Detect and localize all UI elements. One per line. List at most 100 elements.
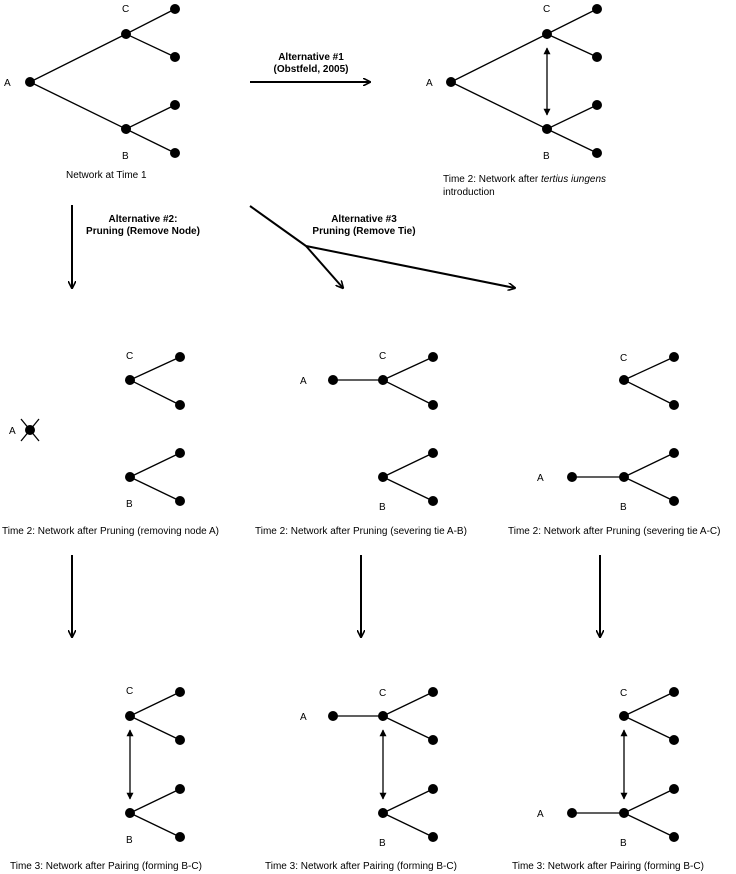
- node-c: [125, 711, 135, 721]
- leaf-node: [170, 100, 180, 110]
- leaf-node: [669, 687, 679, 697]
- panel-pairing-1: [125, 687, 185, 842]
- node-a: [567, 472, 577, 482]
- leaf-node: [592, 100, 602, 110]
- leaf-node: [170, 4, 180, 14]
- node-c: [125, 375, 135, 385]
- node-c: [619, 375, 629, 385]
- label-c: C: [122, 4, 129, 15]
- label-b: B: [620, 502, 627, 513]
- caption-pruning-tie-ab: Time 2: Network after Pruning (severing …: [255, 526, 467, 537]
- alt3-title: Alternative #3: [331, 214, 397, 225]
- label-b: B: [379, 502, 386, 513]
- label-b: B: [126, 499, 133, 510]
- alt3-subtitle: Pruning (Remove Tie): [312, 226, 415, 237]
- node-b: [121, 124, 131, 134]
- leaf-node: [428, 784, 438, 794]
- alt2-subtitle: Pruning (Remove Node): [86, 226, 200, 237]
- label-a: A: [426, 78, 433, 89]
- caption-pairing-3: Time 3: Network after Pairing (forming B…: [512, 861, 704, 872]
- label-a: A: [4, 78, 11, 89]
- leaf-node: [428, 496, 438, 506]
- panel-pruning-tie-ab: [328, 352, 438, 506]
- label-b: B: [379, 838, 386, 849]
- leaf-node: [175, 448, 185, 458]
- label-c: C: [543, 4, 550, 15]
- panel-pairing-2: [328, 687, 438, 842]
- label-a: A: [537, 809, 544, 820]
- caption-tertius-line2: introduction: [443, 187, 495, 198]
- label-a: A: [300, 712, 307, 723]
- node-c: [542, 29, 552, 39]
- leaf-node: [428, 352, 438, 362]
- node-b: [125, 808, 135, 818]
- panel-tertius: [446, 4, 602, 158]
- label-a: A: [537, 473, 544, 484]
- alt2-title: Alternative #2:: [109, 214, 178, 225]
- label-c: C: [620, 688, 627, 699]
- label-a: A: [300, 376, 307, 387]
- node-a: [328, 375, 338, 385]
- leaf-node: [592, 4, 602, 14]
- caption-pairing-1: Time 3: Network after Pairing (forming B…: [10, 861, 202, 872]
- node-b: [619, 472, 629, 482]
- alt1-title: Alternative #1: [278, 52, 344, 63]
- panel-time1: [25, 4, 180, 158]
- caption-tertius: Time 2: Network after tertius iungens: [443, 174, 606, 185]
- label-b: B: [620, 838, 627, 849]
- alt1-subtitle: (Obstfeld, 2005): [273, 64, 348, 75]
- label-a: A: [9, 426, 16, 437]
- caption-tertius-prefix: Time 2: Network after: [443, 174, 541, 185]
- label-b: B: [126, 835, 133, 846]
- node-b: [619, 808, 629, 818]
- panel-pruning-node-a: [20, 352, 185, 506]
- leaf-node: [175, 496, 185, 506]
- label-c: C: [126, 686, 133, 697]
- leaf-node: [669, 496, 679, 506]
- leaf-node: [175, 400, 185, 410]
- leaf-node: [428, 400, 438, 410]
- leaf-node: [592, 148, 602, 158]
- caption-pruning-node-a: Time 2: Network after Pruning (removing …: [2, 526, 219, 537]
- panel-pairing-3: [567, 687, 679, 842]
- leaf-node: [175, 832, 185, 842]
- leaf-node: [592, 52, 602, 62]
- leaf-node: [428, 448, 438, 458]
- node-b: [125, 472, 135, 482]
- node-b: [378, 472, 388, 482]
- leaf-node: [669, 735, 679, 745]
- caption-tertius-italic: tertius iungens: [541, 174, 606, 185]
- arrow-alt3: [249, 205, 515, 288]
- leaf-node: [175, 352, 185, 362]
- node-a: [567, 808, 577, 818]
- leaf-node: [175, 735, 185, 745]
- leaf-node: [669, 784, 679, 794]
- label-c: C: [379, 688, 386, 699]
- node-c: [121, 29, 131, 39]
- node-c: [619, 711, 629, 721]
- leaf-node: [669, 400, 679, 410]
- leaf-node: [428, 735, 438, 745]
- label-c: C: [620, 353, 627, 364]
- leaf-node: [170, 148, 180, 158]
- caption-pruning-tie-ac: Time 2: Network after Pruning (severing …: [508, 526, 720, 537]
- panel-pruning-tie-ac: [567, 352, 679, 506]
- leaf-node: [170, 52, 180, 62]
- node-c: [378, 711, 388, 721]
- caption-pairing-2: Time 3: Network after Pairing (forming B…: [265, 861, 457, 872]
- label-b: B: [543, 151, 550, 162]
- node-b: [378, 808, 388, 818]
- leaf-node: [175, 784, 185, 794]
- node-c: [378, 375, 388, 385]
- node-a: [328, 711, 338, 721]
- label-c: C: [379, 351, 386, 362]
- node-a: [25, 77, 35, 87]
- label-b: B: [122, 151, 129, 162]
- leaf-node: [669, 448, 679, 458]
- leaf-node: [669, 832, 679, 842]
- node-a-removed: [25, 425, 35, 435]
- caption-time1: Network at Time 1: [66, 170, 147, 181]
- leaf-node: [669, 352, 679, 362]
- leaf-node: [175, 687, 185, 697]
